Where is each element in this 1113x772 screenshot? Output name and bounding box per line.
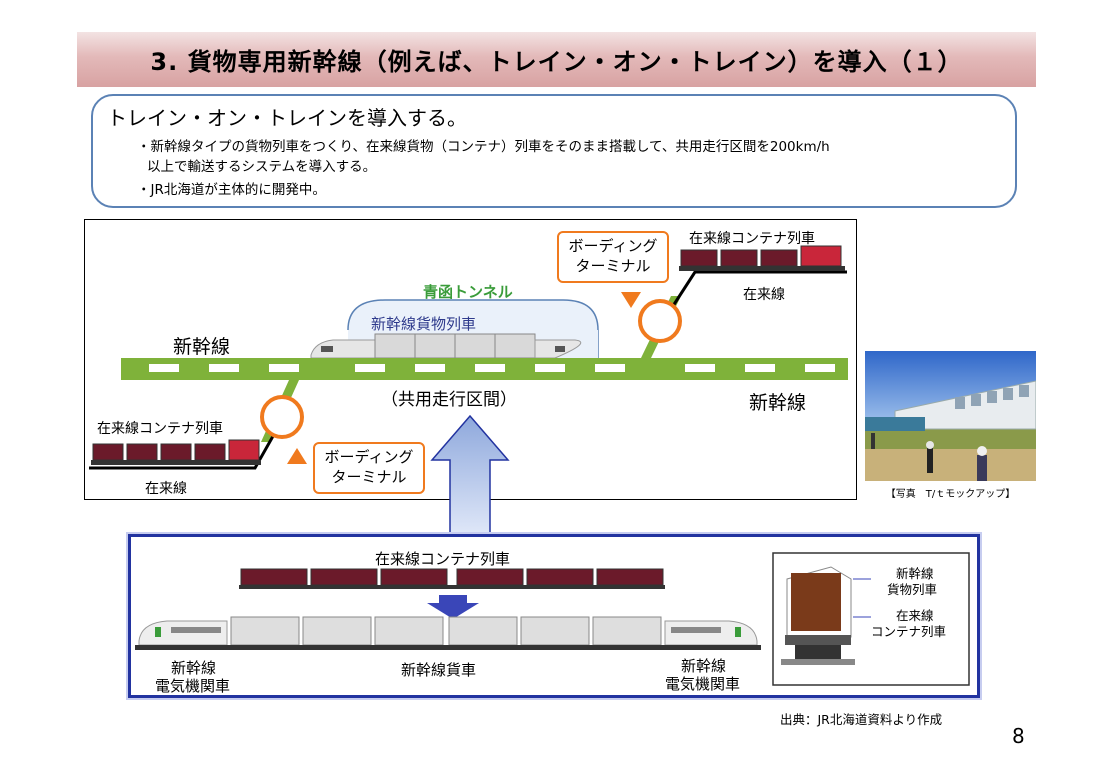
left-boarding-terminal-marker bbox=[260, 395, 304, 439]
left-container-train bbox=[91, 439, 261, 465]
right-boarding-terminal-callout: ボーディング ターミナル bbox=[557, 231, 669, 283]
label-freight-train: 新幹線貨物列車 bbox=[371, 315, 477, 333]
cross-section-drawing bbox=[781, 566, 855, 665]
photo-caption: 【写真 T/ｔモックアップ】 bbox=[885, 489, 1016, 500]
summary-bullet-1: ・新幹線タイプの貨物列車をつくり、在来線貨物（コンテナ）列車をそのまま搭載して、… bbox=[137, 139, 830, 155]
right-callout-line2: ターミナル bbox=[575, 257, 651, 275]
label-container-right: 在来線コンテナ列車 bbox=[689, 231, 815, 247]
left-callout-line1: ボーディング bbox=[324, 448, 414, 466]
page-number: 8 bbox=[1012, 724, 1025, 748]
section-label-shinkansen-2: 貨物列車 bbox=[887, 582, 938, 597]
label-conventional-right: 在来線 bbox=[743, 287, 785, 303]
lower-label-freight-car: 新幹線貨車 bbox=[401, 661, 477, 679]
track-ties bbox=[149, 364, 835, 372]
source-note: 出典：JR北海道資料より作成 bbox=[780, 712, 943, 727]
train-on-train-graphic bbox=[135, 552, 970, 686]
right-callout-line1: ボーディング bbox=[568, 237, 658, 255]
summary-heading: トレイン・オン・トレインを導入する。 bbox=[107, 106, 467, 130]
label-shared-section: （共用走行区間） bbox=[381, 390, 517, 410]
summary-box: トレイン・オン・トレインを導入する。 ・新幹線タイプの貨物列車をつくり、在来線貨… bbox=[91, 94, 1017, 208]
container-train-row bbox=[239, 568, 665, 589]
section-label-conventional-2: コンテナ列車 bbox=[871, 624, 947, 639]
down-arrow-icon bbox=[427, 595, 479, 619]
mockup-photo bbox=[865, 351, 1036, 481]
page-title: 3. 貨物専用新幹線（例えば、トレイン・オン・トレイン）を導入（１） bbox=[150, 48, 963, 76]
label-conventional-left: 在来線 bbox=[145, 481, 187, 497]
right-terminal-pointer-icon bbox=[621, 292, 641, 308]
section-label-conventional-1: 在来線 bbox=[896, 608, 934, 623]
left-terminal-pointer-icon bbox=[287, 448, 307, 464]
shinkansen-freight-train bbox=[310, 333, 582, 359]
label-shinkansen-right: 新幹線 bbox=[749, 392, 807, 414]
lower-label-loco-right-1: 新幹線 bbox=[681, 657, 727, 675]
label-container-left: 在来線コンテナ列車 bbox=[97, 421, 223, 437]
summary-bullet-2: ・JR北海道が主体的に開発中。 bbox=[137, 182, 326, 198]
title-bar: 3. 貨物専用新幹線（例えば、トレイン・オン・トレイン）を導入（１） bbox=[77, 32, 1036, 87]
left-conventional-track bbox=[89, 421, 283, 470]
right-boarding-terminal-marker bbox=[638, 299, 682, 343]
lower-label-loco-right-2: 電気機関車 bbox=[665, 675, 741, 693]
left-boarding-terminal-callout: ボーディング ターミナル bbox=[313, 442, 425, 494]
shinkansen-freight-cars bbox=[230, 616, 662, 646]
route-diagram-graphic bbox=[89, 245, 848, 470]
left-callout-line2: ターミナル bbox=[331, 468, 407, 486]
lower-label-loco-left-1: 新幹線 bbox=[171, 659, 217, 677]
lower-label-loco-left-2: 電気機関車 bbox=[155, 677, 231, 695]
label-seikan-tunnel: 青函トンネル bbox=[423, 283, 513, 301]
label-shinkansen-left: 新幹線 bbox=[173, 336, 231, 358]
train-on-train-box: 在来線コンテナ列車 新幹線貨車 新幹線 電気機関車 新幹線 電気機関車 新幹線 … bbox=[128, 534, 980, 698]
route-diagram: 新幹線 新幹線 青函トンネル 新幹線貨物列車 （共用走行区間） 在来線コンテナ列… bbox=[84, 219, 857, 500]
right-conventional-track bbox=[671, 270, 847, 307]
right-container-train bbox=[679, 245, 845, 271]
mockup-photo-graphic bbox=[865, 351, 1036, 481]
summary-bullet-1-cont: 以上で輸送するシステムを導入する。 bbox=[147, 159, 377, 175]
lower-label-container-train: 在来線コンテナ列車 bbox=[375, 550, 511, 568]
section-label-shinkansen-1: 新幹線 bbox=[896, 566, 934, 581]
